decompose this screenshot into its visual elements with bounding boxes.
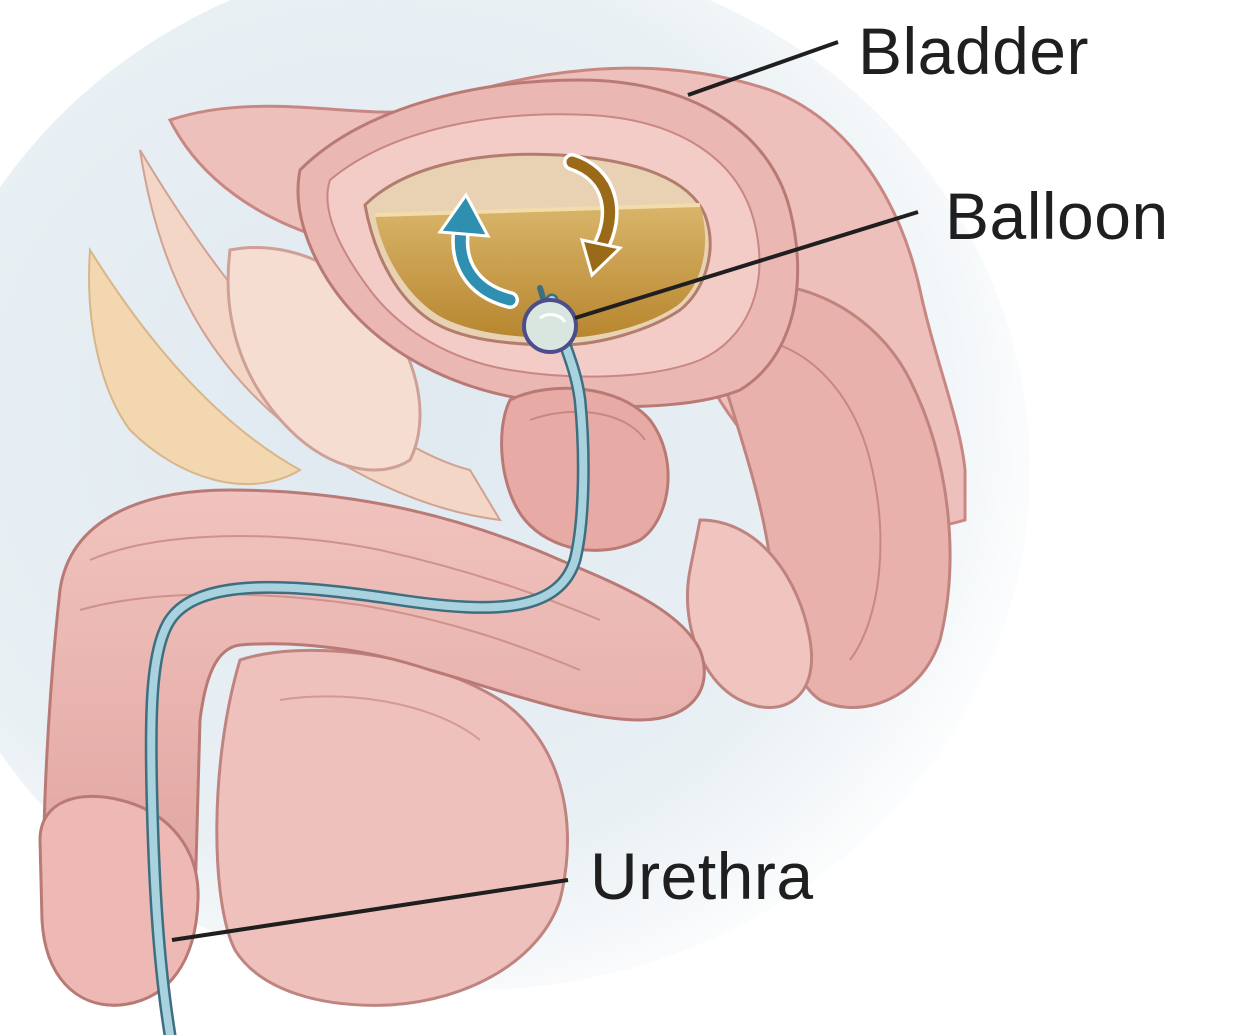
bladder-label: Bladder bbox=[858, 18, 1089, 84]
urethra-label: Urethra bbox=[590, 843, 814, 909]
balloon bbox=[524, 300, 576, 352]
balloon-label: Balloon bbox=[945, 183, 1169, 249]
